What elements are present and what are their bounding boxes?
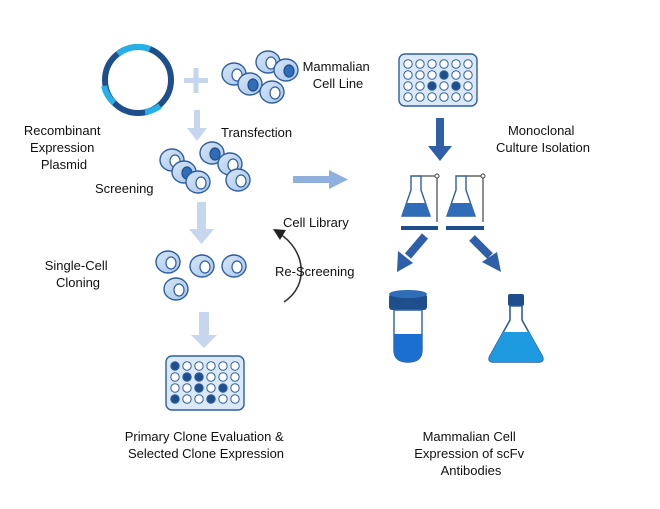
well — [427, 70, 437, 80]
to-flask-arrow-icon — [469, 235, 501, 272]
well — [439, 59, 449, 69]
transfection-label: Transfection — [221, 125, 292, 140]
single-cell-label: Single-Cell Cloning — [45, 258, 112, 290]
plus-icon — [184, 68, 208, 93]
well — [218, 383, 228, 393]
well — [451, 81, 461, 91]
well — [415, 70, 425, 80]
well — [182, 372, 192, 382]
well — [230, 361, 240, 371]
well — [403, 92, 413, 102]
to-monoclonal-arrow-icon — [293, 170, 348, 189]
screening-label: Screening — [95, 181, 154, 196]
to-single-cell-arrow-icon — [189, 202, 214, 244]
well — [439, 81, 449, 91]
well — [427, 81, 437, 91]
well — [451, 70, 461, 80]
well — [439, 70, 449, 80]
well — [415, 59, 425, 69]
well — [206, 383, 216, 393]
monoclonal-well-plate-icon — [398, 53, 478, 107]
plasmid-label: Recombinant Expression Plasmid — [24, 123, 104, 172]
to-plate-arrow-icon — [191, 312, 217, 348]
well — [463, 70, 473, 80]
well — [403, 59, 413, 69]
well — [463, 92, 473, 102]
mammalian-cell-cluster-icon — [221, 50, 299, 104]
well — [182, 394, 192, 404]
rescreening-label: Re-Screening — [275, 264, 355, 279]
flask-stand-icon — [401, 173, 486, 230]
well — [463, 59, 473, 69]
cell-library-label: Cell Library — [283, 215, 349, 230]
culture-tube-icon — [389, 290, 427, 363]
well — [194, 361, 204, 371]
well — [206, 372, 216, 382]
erlenmeyer-flask-icon — [488, 294, 544, 363]
well — [230, 394, 240, 404]
well — [170, 394, 180, 404]
expression-label: Mammalian Cell Expression of scFv Antibo… — [414, 429, 527, 478]
well — [451, 92, 461, 102]
well — [230, 383, 240, 393]
well — [218, 361, 228, 371]
well — [451, 59, 461, 69]
well — [182, 383, 192, 393]
well — [206, 394, 216, 404]
well — [170, 372, 180, 382]
well — [403, 70, 413, 80]
plasmid-ring-icon — [101, 43, 174, 116]
evaluation-well-plate-icon — [165, 355, 245, 411]
rescreening-curved-arrow-icon — [273, 229, 302, 303]
transfection-arrow-icon — [187, 110, 207, 141]
single-cell-clones-icon — [155, 250, 247, 301]
well — [182, 361, 192, 371]
well — [427, 92, 437, 102]
well — [463, 81, 473, 91]
to-flasks-arrow-icon — [428, 118, 452, 161]
well — [194, 394, 204, 404]
primary-eval-label: Primary Clone Evaluation & Selected Clon… — [125, 429, 288, 461]
well — [415, 81, 425, 91]
well — [218, 394, 228, 404]
well — [194, 372, 204, 382]
monoclonal-label: Monoclonal Culture Isolation — [496, 123, 590, 155]
to-tube-arrow-icon — [397, 233, 429, 272]
well — [415, 92, 425, 102]
well — [403, 81, 413, 91]
well — [218, 372, 228, 382]
well — [230, 372, 240, 382]
well — [427, 59, 437, 69]
well — [170, 361, 180, 371]
well — [194, 383, 204, 393]
screening-cell-cluster-icon — [159, 141, 251, 194]
well — [439, 92, 449, 102]
well — [206, 361, 216, 371]
well — [170, 383, 180, 393]
cell-line-label: Mammalian Cell Line — [303, 59, 374, 91]
